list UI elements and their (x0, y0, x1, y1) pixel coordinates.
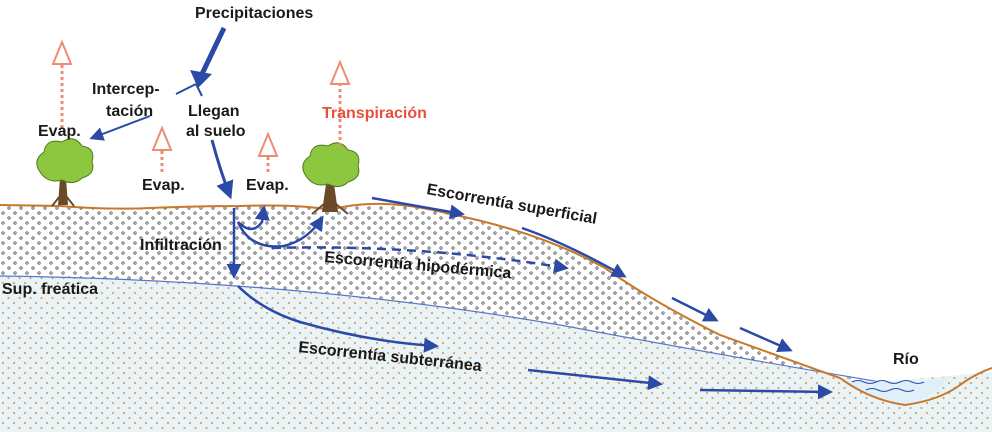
river-waves (851, 380, 925, 392)
river-label: Río (893, 351, 919, 368)
precipitation-arrow (190, 26, 227, 88)
ground-surface-line (0, 202, 992, 407)
evaporation-arrow-ground-right (257, 131, 279, 172)
transpiration-arrow (329, 59, 351, 146)
surface-runoff-arrow-1 (371, 196, 465, 220)
evaporation-arrow-tree (51, 39, 73, 128)
interception-to-evap-arrow (89, 115, 151, 141)
water-table-line (0, 275, 881, 383)
tree-left (36, 138, 94, 207)
water-table-label: Sup. freática (2, 281, 98, 298)
surface-runoff-arrow-3 (671, 296, 719, 322)
surface-runoff-arrow-2 (521, 226, 627, 278)
aquifer-zone (0, 276, 992, 432)
infiltration-label: Infiltración (140, 237, 222, 254)
surface-runoff-arrow-4 (739, 326, 793, 353)
groundwater-runoff-arrow-2 (527, 368, 663, 391)
evaporation-arrow-ground-left (151, 125, 173, 172)
soil-texture (0, 203, 880, 382)
interception-branch (175, 83, 197, 95)
groundwater-runoff-arrow-3 (699, 384, 833, 400)
subsurface-runoff-arrow (271, 246, 569, 274)
reach-ground-label-line2: al suelo (186, 123, 246, 140)
reach-ground-label-line1: Llegan (188, 103, 240, 120)
groundwater-runoff-arrow-1 (237, 285, 439, 353)
reach-ground-arrow (210, 139, 234, 200)
evap-ground-right-label: Evap. (246, 177, 289, 194)
root-uptake-arrow (236, 215, 324, 248)
transpiration-label: Transpiración (322, 105, 427, 122)
soil-evap-arrow (237, 205, 270, 231)
precipitation-label: Precipitaciones (195, 5, 313, 22)
ground-branch (195, 83, 203, 97)
evap-tree-label: Evap. (38, 123, 81, 140)
interception-label-line2: tación (106, 103, 153, 120)
tree-right (302, 142, 360, 215)
interception-label-line1: Intercep- (92, 81, 160, 98)
evap-ground-left-label: Evap. (142, 177, 185, 194)
